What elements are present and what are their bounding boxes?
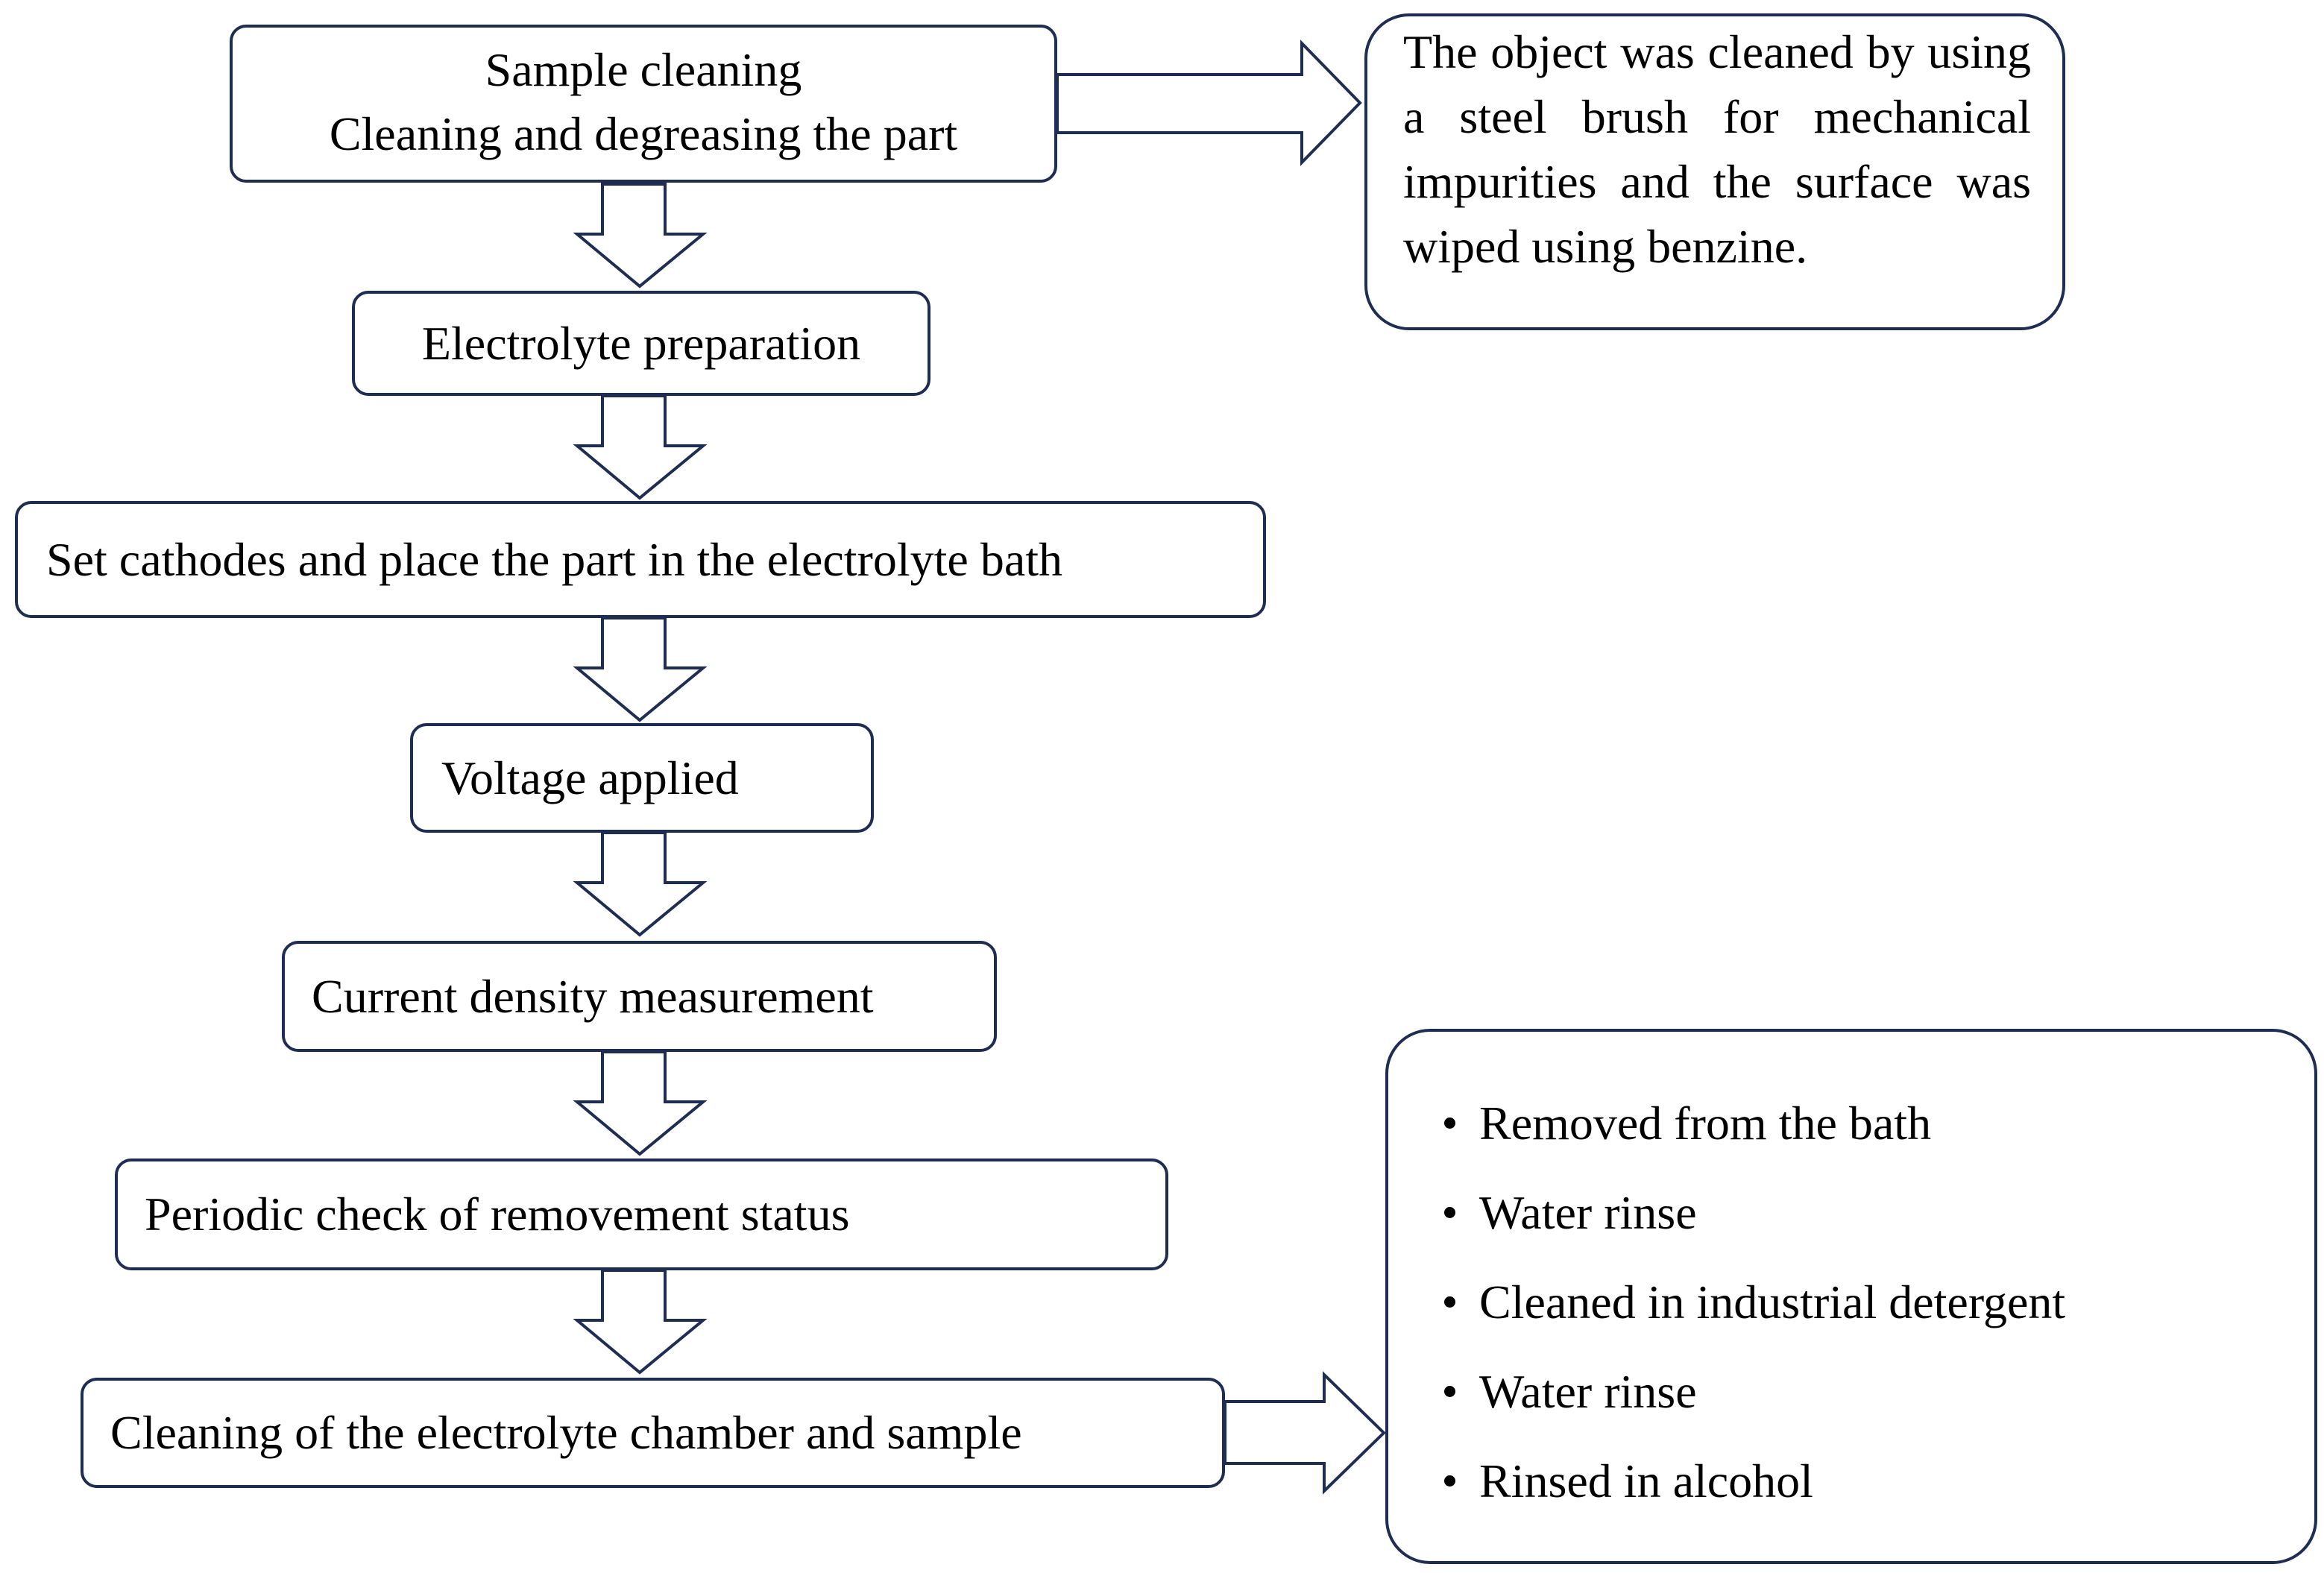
- right-arrow-top: [1056, 40, 1362, 166]
- final-step-item: Water rinse: [1444, 1347, 2065, 1437]
- step-current-density-label: Current density measurement: [312, 970, 874, 1023]
- right-arrow-bottom: [1224, 1371, 1386, 1495]
- step-electrolyte-preparation: Electrolyte preparation: [352, 291, 930, 396]
- down-arrow-2: [573, 394, 708, 500]
- final-steps-list: Removed from the bath Water rinse Cleane…: [1444, 1079, 2066, 1526]
- bullet-icon: [1444, 1207, 1455, 1218]
- cleaning-note-box: The object was cleaned by using a steel …: [1364, 13, 2065, 330]
- step-sample-cleaning-subtitle: Cleaning and degreasing the part: [329, 107, 958, 160]
- final-step-item: Cleaned in industrial detergent: [1444, 1258, 2066, 1347]
- step-sample-cleaning-title: Sample cleaning: [485, 43, 802, 96]
- bullet-icon: [1444, 1296, 1455, 1308]
- step-sample-cleaning: Sample cleaning Cleaning and degreasing …: [230, 25, 1057, 183]
- step-set-cathodes: Set cathodes and place the part in the e…: [15, 501, 1266, 618]
- step-voltage-applied: Voltage applied: [410, 723, 874, 833]
- step-set-cathodes-label: Set cathodes and place the part in the e…: [46, 533, 1062, 586]
- bullet-icon: [1444, 1475, 1455, 1487]
- bullet-icon: [1444, 1386, 1455, 1397]
- final-step-label: Cleaned in industrial detergent: [1479, 1276, 2066, 1328]
- final-steps-box: Removed from the bath Water rinse Cleane…: [1385, 1029, 2317, 1564]
- step-final-cleaning: Cleaning of the electrolyte chamber and …: [81, 1378, 1225, 1488]
- cleaning-note-text: The object was cleaned by using a steel …: [1403, 25, 2031, 273]
- down-arrow-5: [573, 1050, 708, 1156]
- step-current-density: Current density measurement: [282, 941, 997, 1052]
- final-step-item: Removed from the bath: [1444, 1079, 2065, 1168]
- final-step-label: Water rinse: [1479, 1186, 1697, 1239]
- down-arrow-6: [573, 1269, 708, 1375]
- down-arrow-1: [573, 183, 708, 289]
- step-periodic-check: Periodic check of removement status: [115, 1159, 1168, 1270]
- step-periodic-check-label: Periodic check of removement status: [145, 1188, 850, 1241]
- step-electrolyte-preparation-label: Electrolyte preparation: [421, 317, 861, 370]
- bullet-icon: [1444, 1118, 1455, 1129]
- step-voltage-applied-label: Voltage applied: [441, 751, 739, 804]
- final-step-label: Rinsed in alcohol: [1479, 1454, 1813, 1507]
- down-arrow-3: [573, 617, 708, 722]
- final-step-label: Removed from the bath: [1479, 1097, 1932, 1150]
- step-final-cleaning-label: Cleaning of the electrolyte chamber and …: [110, 1406, 1022, 1459]
- down-arrow-4: [573, 831, 708, 937]
- final-step-item: Rinsed in alcohol: [1444, 1437, 2065, 1526]
- final-step-label: Water rinse: [1479, 1365, 1697, 1418]
- final-step-item: Water rinse: [1444, 1168, 2065, 1258]
